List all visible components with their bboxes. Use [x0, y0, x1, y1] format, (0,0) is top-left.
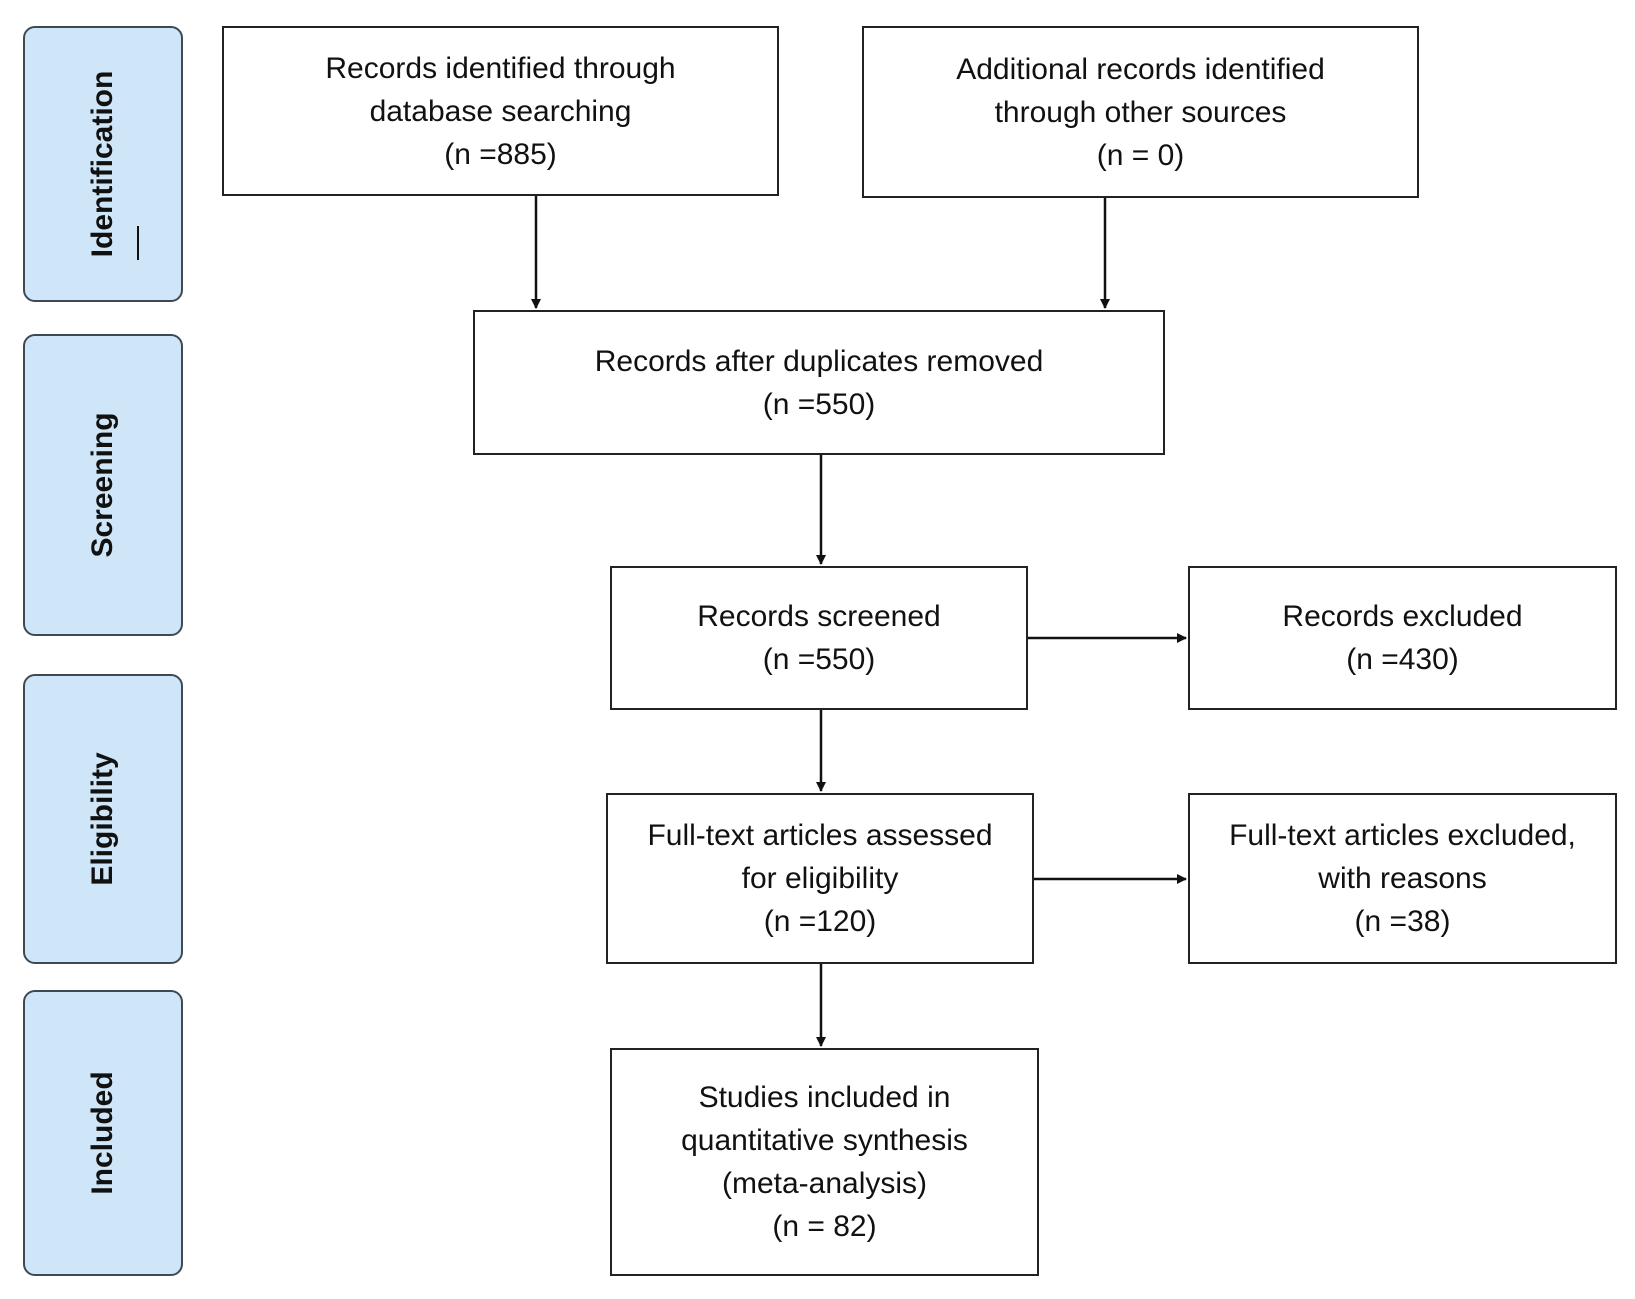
stage-included: Included — [23, 990, 183, 1276]
box-database-records-line1: Records identified through — [325, 51, 676, 85]
box-records-screened-line1: Records screened — [697, 600, 941, 633]
box-studies-included: Studies included in quantitative synthes… — [610, 1048, 1039, 1276]
box-fulltext-excluded: Full-text articles excluded, with reason… — [1188, 793, 1617, 964]
box-other-source-records-count: (n = 0) — [1096, 138, 1185, 172]
box-fulltext-excluded-line1: Full-text articles excluded, — [1229, 819, 1576, 852]
box-duplicates-removed-line1: Records after duplicates removed — [594, 344, 1044, 378]
box-other-source-records: Additional records identified through ot… — [862, 26, 1419, 198]
stage-eligibility: Eligibility — [23, 674, 183, 964]
box-fulltext-excluded-count: (n =38) — [1354, 905, 1451, 938]
box-studies-included-line1: Studies included in — [698, 1081, 951, 1114]
stage-identification: Identification — [23, 26, 183, 302]
box-other-source-records-line1: Additional records identified — [956, 52, 1325, 86]
box-fulltext-assessed-count: (n =120) — [763, 905, 877, 938]
box-other-source-records-line2: through other sources — [994, 95, 1287, 129]
box-studies-included-line3: (meta-analysis) — [721, 1167, 928, 1200]
box-database-records: Records identified through database sear… — [222, 26, 779, 196]
box-fulltext-assessed-line2: for eligibility — [741, 862, 899, 895]
box-fulltext-assessed: Full-text articles assessed for eligibil… — [606, 793, 1034, 964]
box-records-screened-count: (n =550) — [762, 643, 876, 676]
box-duplicates-removed: Records after duplicates removed (n =550… — [473, 310, 1165, 455]
box-records-excluded: Records excluded (n =430) — [1188, 566, 1617, 710]
box-database-records-line2: database searching — [369, 94, 632, 128]
box-fulltext-excluded-line2: with reasons — [1318, 862, 1487, 895]
box-duplicates-removed-count: (n =550) — [762, 387, 876, 421]
box-records-screened: Records screened (n =550) — [610, 566, 1028, 710]
box-studies-included-count: (n = 82) — [772, 1210, 877, 1243]
box-fulltext-assessed-line1: Full-text articles assessed — [647, 819, 993, 852]
box-records-excluded-count: (n =430) — [1346, 643, 1459, 676]
stage-screening: Screening — [23, 334, 183, 636]
box-database-records-count: (n =885) — [444, 137, 557, 171]
box-records-excluded-line1: Records excluded — [1282, 600, 1523, 633]
box-studies-included-line2: quantitative synthesis — [681, 1124, 968, 1157]
